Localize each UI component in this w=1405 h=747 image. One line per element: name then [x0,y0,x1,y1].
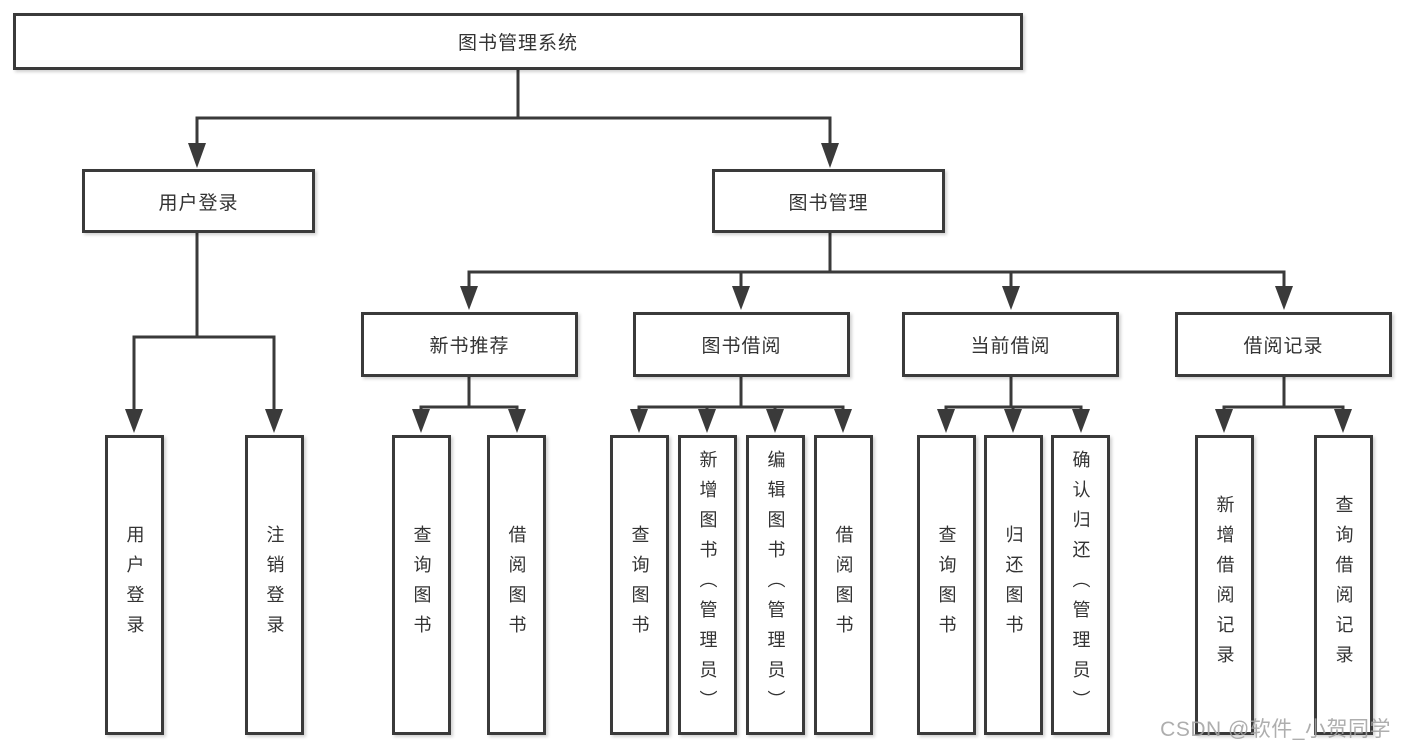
arrow-down-icon [265,409,283,433]
node-borrowing-records-label: 借阅记录 [1243,336,1324,357]
leaf-query-borrow-record: 查询借阅记录 [1314,435,1373,735]
arrow-down-icon [732,286,750,310]
leaf-add-books-admin: 新增图书（管理员） [678,435,737,735]
leaf-user-login: 用户登录 [105,435,164,735]
leaf-query-borrow-record-label: 查询借阅记录 [1333,495,1354,675]
node-user-login-label: 用户登录 [158,192,239,214]
node-user-login: 用户登录 [82,169,315,233]
leaf-add-borrow-record: 新增借阅记录 [1195,435,1254,735]
leaf-confirm-return-admin-label: 确认归还（管理员） [1070,450,1091,720]
arrow-down-icon [125,409,143,433]
node-current-borrowing: 当前借阅 [902,312,1119,377]
arrow-down-icon [1002,286,1020,310]
arrow-down-icon [766,409,784,433]
arrow-down-icon [937,409,955,433]
leaf-edit-books-admin-label: 编辑图书（管理员） [765,450,786,720]
leaf-query-books-borrowing-label: 查询图书 [629,525,650,645]
arrow-down-icon [698,409,716,433]
node-book-borrowing-label: 图书借阅 [701,336,782,357]
leaf-query-books-borrowing: 查询图书 [610,435,669,735]
node-current-borrowing-label: 当前借阅 [970,336,1051,357]
arrow-down-icon [412,409,430,433]
leaf-query-books-recommend-label: 查询图书 [411,525,432,645]
arrow-down-icon [460,286,478,310]
node-borrowing-records: 借阅记录 [1175,312,1392,377]
arrow-down-icon [834,409,852,433]
leaf-user-login-label: 用户登录 [124,525,145,645]
node-root-label: 图书管理系统 [457,33,578,54]
node-book-borrowing: 图书借阅 [633,312,850,377]
leaf-return-books-label: 归还图书 [1003,525,1024,645]
arrow-down-icon [1004,409,1022,433]
leaf-borrow-books-recommend-label: 借阅图书 [506,525,527,645]
leaf-logout: 注销登录 [245,435,304,735]
leaf-logout-label: 注销登录 [264,525,285,645]
arrow-down-icon [630,409,648,433]
leaf-edit-books-admin: 编辑图书（管理员） [746,435,805,735]
leaf-return-books: 归还图书 [984,435,1043,735]
arrow-down-icon [188,143,206,168]
arrow-down-icon [1072,409,1090,433]
leaf-borrow-books-recommend: 借阅图书 [487,435,546,735]
leaf-query-books-current: 查询图书 [917,435,976,735]
node-book-management-label: 图书管理 [788,192,869,214]
leaf-borrow-books-borrowing-label: 借阅图书 [833,525,854,645]
arrow-down-icon [508,409,526,433]
arrow-down-icon [1275,286,1293,310]
leaf-borrow-books-borrowing: 借阅图书 [814,435,873,735]
node-new-book-recommend: 新书推荐 [361,312,578,377]
node-book-management: 图书管理 [712,169,945,233]
arrow-down-icon [821,143,839,168]
arrow-down-icon [1215,409,1233,433]
leaf-query-books-current-label: 查询图书 [936,525,957,645]
watermark: CSDN @软件_小贺同学 [1160,718,1391,741]
leaf-query-books-recommend: 查询图书 [392,435,451,735]
node-root: 图书管理系统 [13,13,1023,70]
leaf-add-books-admin-label: 新增图书（管理员） [697,450,718,720]
node-new-book-recommend-label: 新书推荐 [429,336,510,357]
leaf-add-borrow-record-label: 新增借阅记录 [1214,495,1235,675]
arrow-down-icon [1334,409,1352,433]
leaf-confirm-return-admin: 确认归还（管理员） [1051,435,1110,735]
